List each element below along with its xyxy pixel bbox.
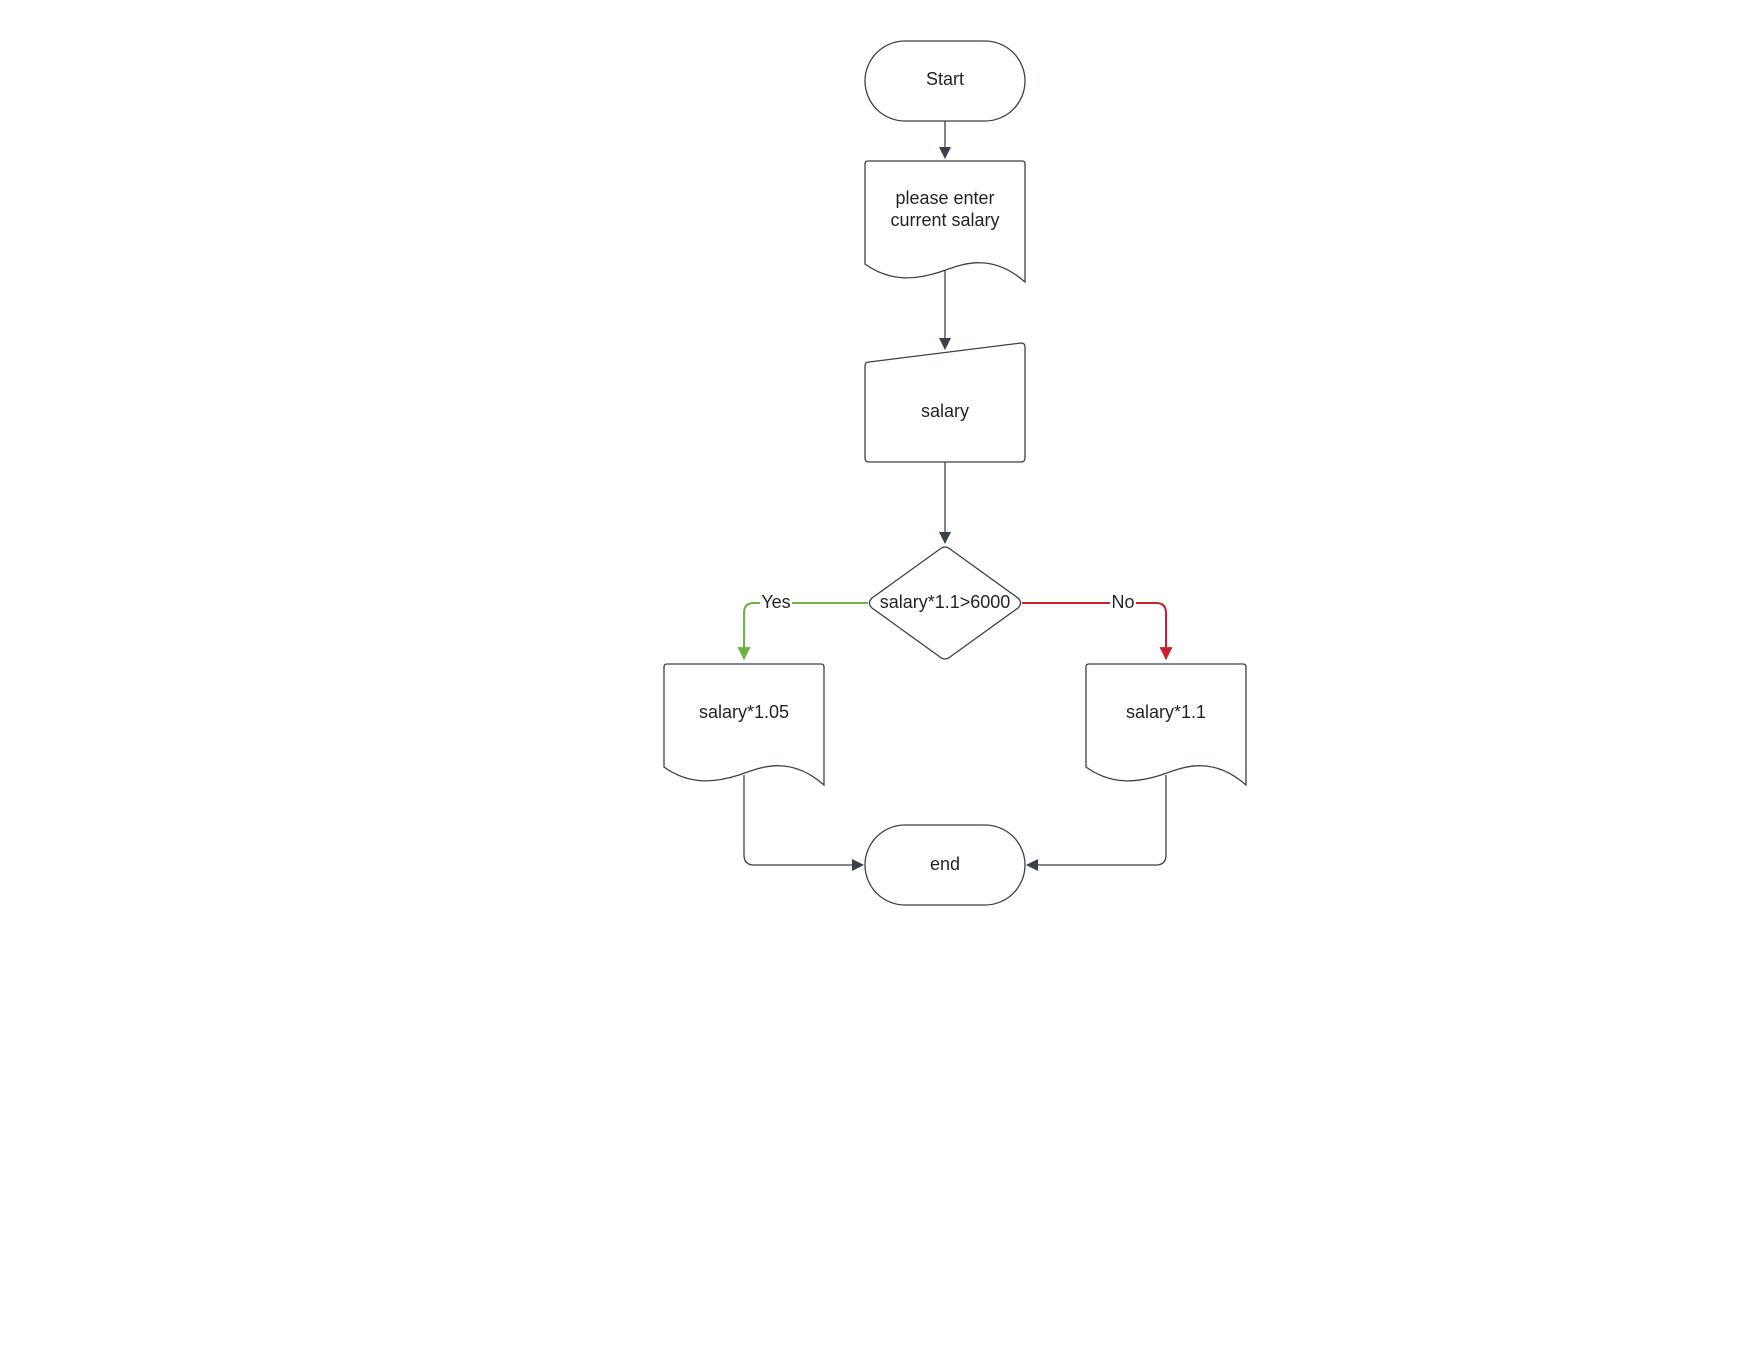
- edge-yes-calc-to-end: [743, 775, 864, 871]
- decision-label: salary*1.1>6000: [880, 592, 1011, 612]
- yes-calc-document-shape: [663, 663, 825, 787]
- yes-label-bg: [760, 590, 792, 614]
- end-label: end: [930, 854, 960, 874]
- node-yes-calc[interactable]: salary*1.05: [663, 663, 825, 787]
- edge-no-branch: [1022, 602, 1173, 661]
- prompt-label-line1: please enter: [895, 188, 994, 208]
- yes-label: Yes: [761, 592, 790, 612]
- node-no-calc[interactable]: salary*1.1: [1085, 663, 1247, 787]
- end-terminator-shape: [864, 824, 1026, 906]
- node-decision[interactable]: salary*1.1>6000: [868, 546, 1022, 660]
- start-label: Start: [926, 69, 964, 89]
- node-end[interactable]: end: [864, 824, 1026, 906]
- node-prompt[interactable]: please enter current salary: [864, 160, 1026, 284]
- node-start[interactable]: Start: [864, 40, 1026, 122]
- yes-calc-label: salary*1.05: [699, 702, 789, 722]
- start-terminator-shape: [864, 40, 1026, 122]
- node-input[interactable]: salary: [864, 342, 1026, 463]
- no-label-bg: [1110, 590, 1136, 614]
- prompt-document-shape: [864, 160, 1026, 284]
- no-calc-label: salary*1.1: [1126, 702, 1206, 722]
- prompt-label-line2: current salary: [890, 210, 999, 230]
- no-label: No: [1111, 592, 1134, 612]
- input-label: salary: [921, 401, 969, 421]
- no-calc-document-shape: [1085, 663, 1247, 787]
- decision-diamond-shape: [868, 546, 1022, 660]
- input-manual-shape: [864, 342, 1026, 463]
- edge-yes-branch: [737, 602, 868, 661]
- edge-no-calc-to-end: [1026, 775, 1167, 871]
